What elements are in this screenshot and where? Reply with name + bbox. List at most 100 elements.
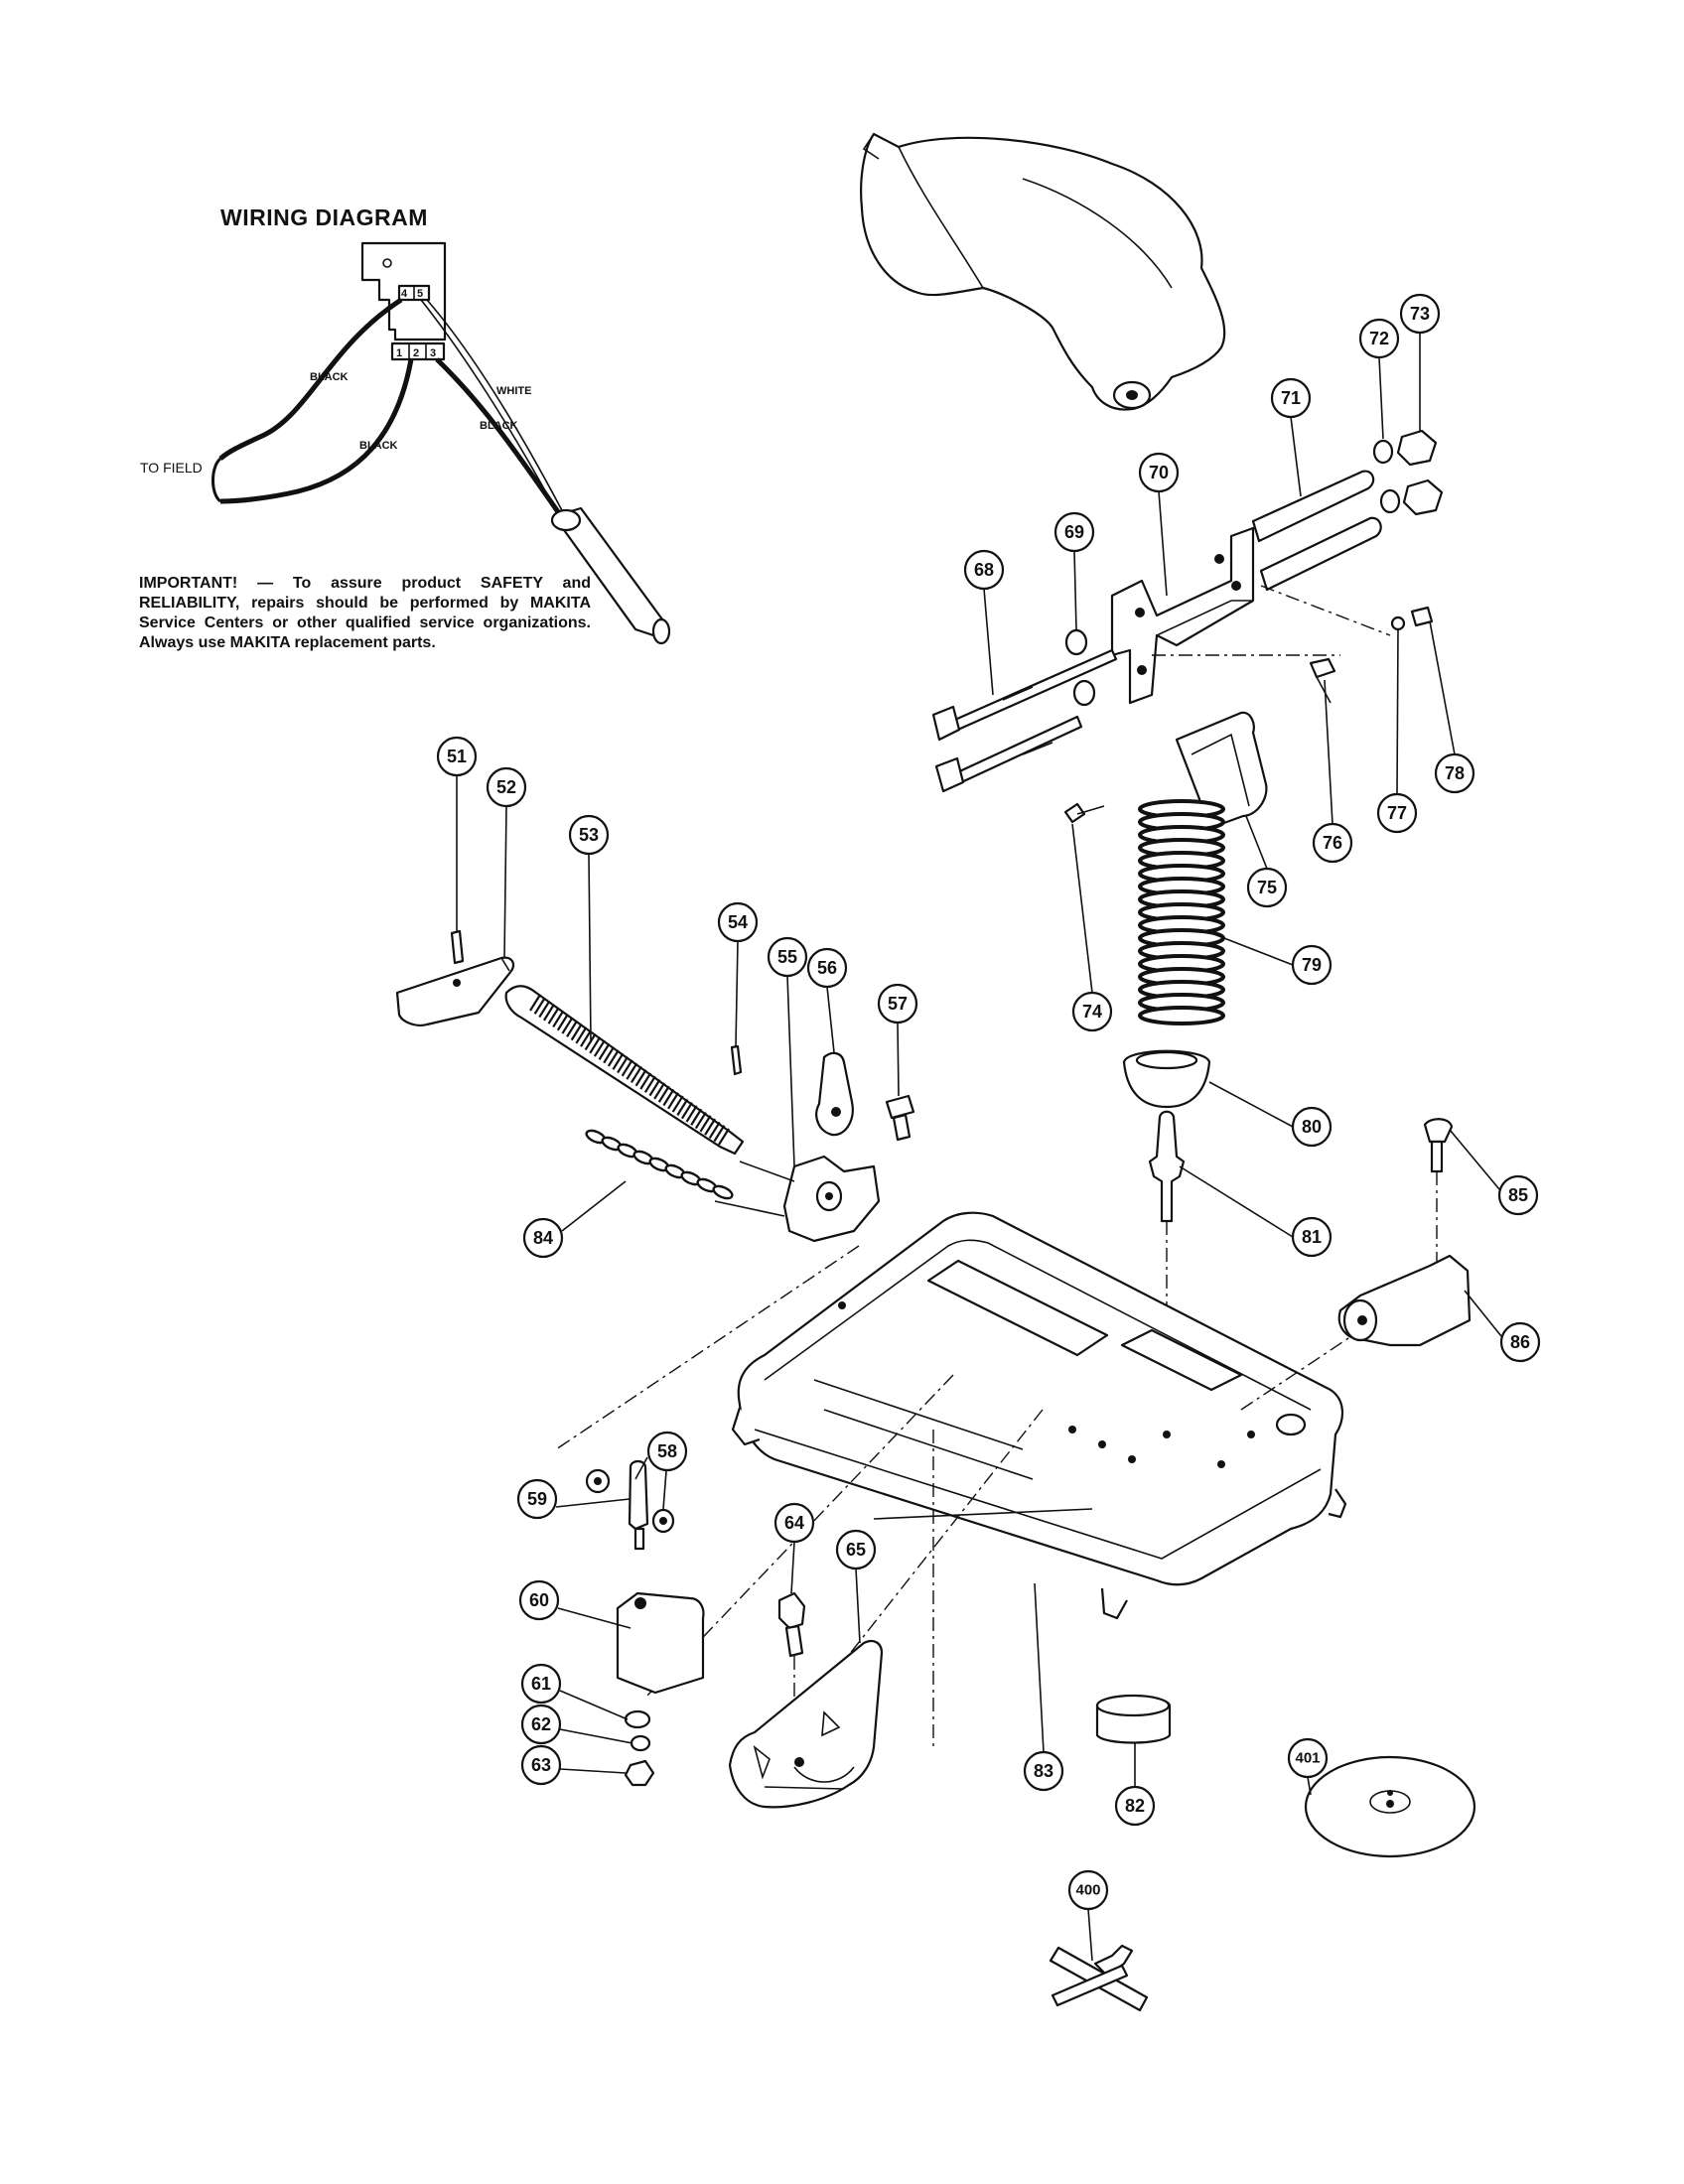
terminal-1: 1 [396,347,402,359]
svg-text:58: 58 [657,1441,677,1461]
callout-61: 61 [520,1663,562,1705]
callout-401: 401 [1287,1737,1329,1779]
svg-text:74: 74 [1082,1002,1102,1022]
callout-70: 70 [1138,452,1180,493]
wire-label-white: WHITE [496,385,531,397]
callout-80: 80 [1291,1106,1333,1148]
callout-75: 75 [1246,867,1288,908]
thread-line [617,1055,629,1074]
svg-text:72: 72 [1369,329,1389,348]
thread-line [685,1105,698,1123]
thread-line [671,1095,684,1113]
callout-54: 54 [717,901,759,943]
thread-line [570,1024,583,1041]
svg-text:63: 63 [531,1755,551,1775]
svg-text:60: 60 [529,1590,549,1610]
thread-line [713,1125,726,1143]
svg-text:76: 76 [1323,833,1342,853]
thread-line [653,1082,666,1100]
svg-text:51: 51 [447,747,467,766]
thread-line [556,1014,569,1031]
thread-line [694,1111,707,1130]
thread-line [603,1046,616,1064]
callout-69: 69 [1053,511,1095,553]
thread-line [533,997,546,1015]
base-plate [555,1211,1451,1788]
thread-line [621,1059,633,1077]
svg-text:79: 79 [1302,955,1322,975]
thread-line [662,1088,675,1107]
svg-text:82: 82 [1125,1796,1145,1816]
thread-line [631,1065,642,1084]
callout-82: 82 [1114,1785,1156,1827]
thread-line [598,1042,611,1060]
callout-86: 86 [1499,1321,1541,1363]
svg-text:59: 59 [527,1489,547,1509]
spring-assembly [1063,711,1268,1434]
callout-73: 73 [1399,293,1441,335]
callout-72: 72 [1358,318,1400,359]
callout-83: 83 [1023,1750,1064,1792]
terminal-2: 2 [413,347,419,359]
svg-text:83: 83 [1034,1761,1053,1781]
svg-text:71: 71 [1281,388,1301,408]
thread-line [529,994,541,1012]
svg-text:84: 84 [533,1228,553,1248]
chain-link [712,1184,734,1200]
callout-400: 400 [1067,1869,1109,1911]
thread-line [593,1039,606,1057]
svg-text:57: 57 [888,994,908,1014]
thread-line [690,1108,703,1126]
thread-line [708,1121,721,1139]
wire-label-black-1: BLACK [310,371,349,383]
thread-line [542,1004,555,1022]
wiring-diagram: 4 5 1 2 3 BLACK BLACK WHITE BLACK TO FIE… [140,241,671,645]
pivot-assembly [931,429,1444,793]
thread-line [575,1026,588,1044]
thread-line [639,1072,652,1090]
thread-line [667,1092,679,1110]
spring-coil [1138,1006,1225,1025]
callout-51: 51 [436,736,478,777]
thread-line [634,1069,647,1087]
svg-text:53: 53 [579,825,599,845]
svg-text:61: 61 [531,1674,551,1694]
thread-line [552,1010,565,1028]
callout-63: 63 [520,1744,562,1786]
wire-label-black-3: BLACK [480,420,518,432]
callout-68: 68 [963,549,1005,591]
thread-line [580,1029,592,1047]
screw-thread [529,994,730,1146]
callout-55: 55 [767,936,808,978]
callout-74: 74 [1071,991,1113,1032]
wheel-guard [860,132,1226,411]
callout-62: 62 [520,1704,562,1745]
svg-text:400: 400 [1075,1882,1100,1899]
thread-line [699,1115,712,1133]
svg-text:68: 68 [974,560,994,580]
svg-text:81: 81 [1302,1227,1322,1247]
thread-line [676,1098,689,1116]
callout-81: 81 [1291,1216,1333,1258]
callout-84: 84 [522,1217,564,1259]
svg-text:55: 55 [777,947,797,967]
chain-links [585,1129,734,1200]
svg-text:85: 85 [1508,1185,1528,1205]
svg-text:65: 65 [846,1540,866,1560]
svg-text:56: 56 [817,958,837,978]
thread-line [648,1079,661,1097]
svg-text:52: 52 [496,777,516,797]
callout-65: 65 [835,1529,877,1570]
terminal-5: 5 [417,288,423,300]
svg-text:80: 80 [1302,1117,1322,1137]
svg-text:62: 62 [531,1714,551,1734]
wire-label-black-2: BLACK [359,440,398,452]
svg-text:78: 78 [1445,763,1465,783]
thread-line [680,1102,693,1120]
thread-line [718,1128,730,1146]
thread-line [547,1007,560,1024]
callout-76: 76 [1312,822,1353,864]
thread-line [566,1020,579,1037]
important-notice: IMPORTANT! — To assure product SAFETY an… [139,575,591,651]
